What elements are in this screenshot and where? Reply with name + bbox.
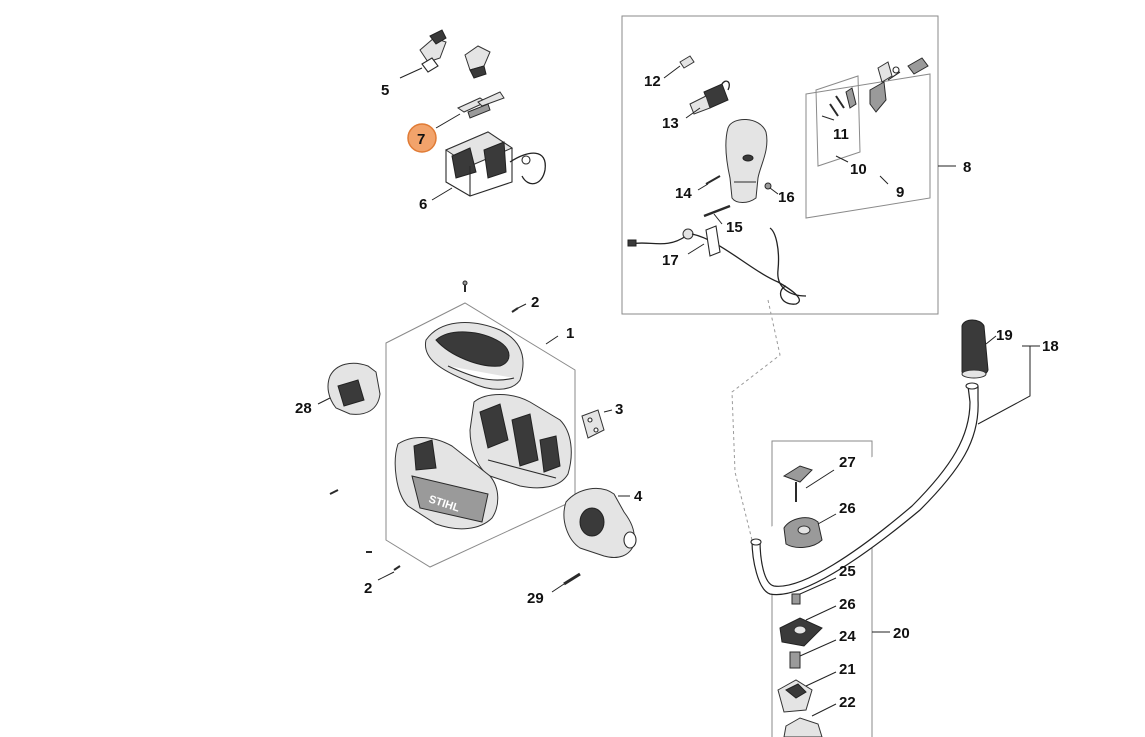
part-5-clip-set	[399, 29, 491, 79]
callout-24[interactable]: 24	[839, 628, 856, 645]
callout-21[interactable]: 21	[839, 661, 856, 678]
part-3-gasket	[581, 409, 613, 439]
callout-17[interactable]: 17	[662, 252, 679, 269]
part-6-switch-housing	[431, 131, 546, 201]
part-18-loop-handle	[750, 382, 979, 596]
part-27-knob	[782, 465, 835, 502]
part-15-screw	[703, 204, 731, 225]
part-25-spring	[791, 577, 837, 605]
callout-4[interactable]: 4	[634, 488, 643, 505]
callout-10[interactable]: 10	[850, 161, 867, 178]
callout-25[interactable]: 25	[839, 563, 856, 580]
frame-trigger-subassembly	[805, 73, 931, 219]
part-24-spring	[789, 639, 837, 669]
part-29-screw	[551, 572, 581, 593]
part-17-cable-harness	[627, 225, 807, 305]
callout-5[interactable]: 5	[381, 82, 389, 99]
callout-14[interactable]: 14	[675, 185, 692, 202]
callout-2-top[interactable]: 2	[531, 294, 539, 311]
callout-26-top[interactable]: 26	[839, 500, 856, 517]
handle-18-leaders	[977, 335, 1040, 425]
frame-handle-assembly	[621, 15, 939, 315]
callout-6[interactable]: 6	[419, 196, 427, 213]
callout-22[interactable]: 22	[839, 694, 856, 711]
part-handle-grip	[725, 119, 768, 203]
part-14-screw	[697, 175, 721, 191]
housing-leader-1	[545, 335, 559, 345]
callout-28[interactable]: 28	[295, 400, 312, 417]
part-19-grip	[961, 319, 989, 379]
callout-26-bottom[interactable]: 26	[839, 596, 856, 613]
dashed-alignment-line	[731, 299, 781, 541]
callout-1[interactable]: 1	[566, 325, 574, 342]
callout-15[interactable]: 15	[726, 219, 743, 236]
callout-27[interactable]: 27	[839, 454, 856, 471]
callout-8[interactable]: 8	[963, 159, 971, 176]
callout-29[interactable]: 29	[527, 590, 544, 607]
part-housing-shell-left: STIHL	[394, 437, 499, 530]
part-7-pin-set	[435, 91, 505, 129]
part-13-switch	[685, 80, 730, 119]
callout-19[interactable]: 19	[996, 327, 1013, 344]
callout-3[interactable]: 3	[615, 401, 623, 418]
callout-13[interactable]: 13	[662, 115, 679, 132]
part-16-nut	[764, 182, 779, 195]
part-10-11-trigger-spring	[815, 75, 861, 167]
part-21-nut	[777, 671, 837, 713]
callout-2-bottom[interactable]: 2	[364, 580, 372, 597]
part-22-clamp-bottom	[783, 703, 837, 737]
part-26-clamp-base	[779, 605, 837, 647]
part-4-motor	[563, 487, 637, 558]
callout-18[interactable]: 18	[1042, 338, 1059, 355]
callout-16[interactable]: 16	[778, 189, 795, 206]
callout-12[interactable]: 12	[644, 73, 661, 90]
handle-leaders	[835, 155, 956, 185]
part-housing-cover-top	[424, 322, 524, 390]
part-26-clamp-top	[783, 513, 837, 548]
callout-7[interactable]: 7	[417, 131, 425, 148]
part-housing-shell-right	[469, 394, 572, 489]
part-12-plug	[663, 55, 695, 79]
callout-20[interactable]: 20	[893, 625, 910, 642]
part-9-trigger-parts	[869, 57, 929, 113]
part-28-battery-cover	[317, 362, 381, 415]
callout-11[interactable]: 11	[833, 126, 849, 143]
part-2-screw-top	[462, 280, 527, 313]
callout-9[interactable]: 9	[896, 184, 904, 201]
part-2-screw-bottom	[329, 489, 401, 581]
callout-7-highlight[interactable]	[407, 123, 437, 153]
